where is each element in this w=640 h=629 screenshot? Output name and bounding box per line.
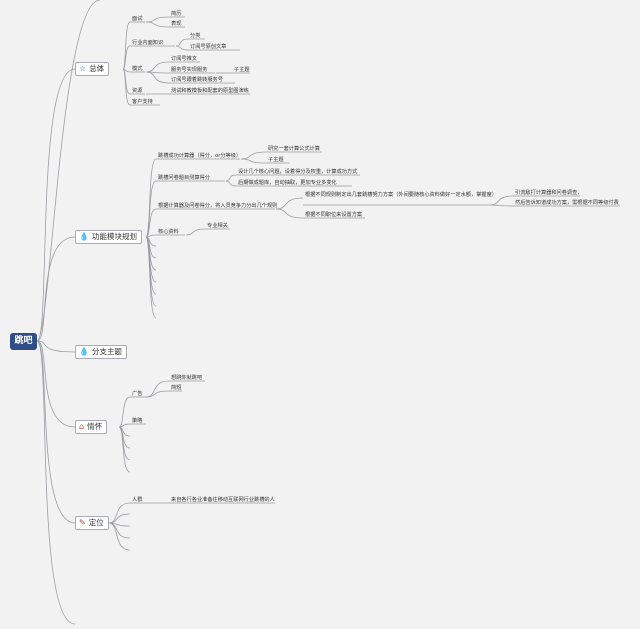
overview-connector: [122, 68, 131, 106]
branch-label: 定位: [88, 518, 104, 527]
node-resource[interactable]: 资源: [132, 88, 143, 94]
position-connector: [108, 502, 131, 524]
root-connector: [36, 340, 76, 353]
feeling-connector: [118, 426, 131, 473]
overview-connector: [122, 68, 131, 95]
connector-line: [175, 38, 189, 47]
branch-topic[interactable]: 💧 分支主题: [75, 345, 127, 359]
position-connector: [108, 513, 131, 524]
node-resource-desc[interactable]: 测试和教模板和配套的原型图演练: [171, 88, 249, 94]
connector-line: [489, 204, 514, 207]
branch-label: 情怀: [87, 422, 103, 431]
node-strategy[interactable]: 策略: [132, 418, 143, 424]
node-questionnaire-score[interactable]: 跳槽问卷题目测算得分: [158, 175, 210, 181]
connector-line: [175, 45, 189, 51]
overview-connector: [122, 45, 131, 70]
connector-line: [225, 180, 237, 187]
branch-function-modules[interactable]: 💧 功能模块规划: [75, 230, 142, 244]
connector-line: [145, 21, 170, 28]
node-ad-jump[interactable]: 想跳你就跳吧: [171, 375, 203, 381]
star-icon: ☆: [79, 64, 87, 73]
branch-overview[interactable]: ☆ 总体: [75, 62, 110, 76]
water-drop-icon: 💧: [79, 232, 89, 241]
overview-connector: [122, 21, 131, 70]
connector-line: [225, 174, 237, 182]
root-connector: [36, 0, 101, 342]
node-interview[interactable]: 面试: [132, 16, 143, 22]
root-connector: [36, 340, 76, 625]
node-category[interactable]: 分类: [190, 33, 201, 39]
node-subtopic[interactable]: 子主题: [268, 157, 284, 163]
node-subtopic[interactable]: 子主题: [234, 67, 250, 73]
node-ads[interactable]: 广告: [132, 391, 143, 397]
branch-position[interactable]: ✎ 定位: [75, 516, 109, 530]
node-professional[interactable]: 专业相关: [207, 223, 228, 229]
node-study-formula[interactable]: 研究一套计算公式计算: [268, 146, 320, 152]
home-icon: ⌂: [79, 422, 85, 431]
module-connector: [145, 236, 157, 319]
node-customer-support[interactable]: 客户支持: [132, 99, 153, 105]
branch-label: 分支主题: [91, 347, 122, 356]
node-lead-calculator[interactable]: 引流敌打计算器和问卷调查，: [515, 190, 583, 196]
node-design-core[interactable]: 设计几个核心问题，设着得分及权重，计算成功方式: [238, 169, 358, 175]
node-plan-by-position[interactable]: 根据不同职位来设置方案: [305, 212, 363, 218]
node-industry-knowledge[interactable]: 行业内面知识: [132, 40, 164, 46]
node-subscribe-article[interactable]: 订阅号原创文章: [190, 44, 227, 50]
root-connector: [36, 340, 76, 428]
node-crowd-desc[interactable]: 来自各行各业准备往移动互联网行业跳槽的人: [171, 497, 275, 503]
connector-line: [275, 197, 304, 210]
connector-line: [275, 208, 304, 219]
branch-label: 功能模块规划: [91, 232, 137, 241]
connector-line: [145, 16, 170, 23]
branch-feeling[interactable]: ⌂ 情怀: [75, 420, 108, 434]
connector-line: [240, 151, 267, 160]
node-subscribe-follow[interactable]: 订阅号跟着跳转服务号: [171, 77, 223, 83]
connector-line: [145, 61, 170, 73]
root-connector: [36, 236, 76, 342]
node-plan-by-rules[interactable]: 根据不同规则制定出几套跳槽努力方案（外间要随核心资料做好一定水额，掌握度）: [305, 192, 497, 198]
branch-label: 总体: [89, 64, 105, 73]
node-success-calculator[interactable]: 跳槽成功计算器（得分，or分等级）: [158, 153, 242, 159]
node-ad-short[interactable]: 简短: [171, 385, 182, 391]
node-pattern[interactable]: 模式: [132, 66, 143, 72]
connector-line: [145, 380, 170, 398]
feeling-connector: [118, 396, 131, 428]
connector-line: [145, 71, 170, 84]
node-core-material[interactable]: 核心资料: [158, 229, 179, 235]
node-expression[interactable]: 表现: [171, 21, 182, 27]
connector-line: [145, 390, 170, 398]
node-resume[interactable]: 简历: [171, 11, 182, 17]
pin-icon: ✎: [79, 518, 86, 527]
node-crowd[interactable]: 人群: [132, 497, 143, 503]
root-node[interactable]: 跳吧: [10, 333, 37, 350]
node-service-impl[interactable]: 服务号实现服务: [171, 67, 208, 73]
node-question-bank[interactable]: 后期做成题库，自动抽取，更加专业多变化: [238, 180, 337, 186]
root-connector: [36, 68, 76, 342]
module-connector: [145, 208, 157, 238]
connector-line: [240, 158, 267, 164]
water-drop-icon: 💧: [79, 347, 89, 356]
node-lead-paid-plan[interactable]: 然后告诉知道成功方案，需根据不同等级付费: [515, 200, 619, 206]
node-competitiveness-rules[interactable]: 根据计算器及问卷得分，将入员竞争力分出几个规则: [158, 203, 278, 209]
connector-line: [185, 228, 206, 236]
root-connector: [36, 340, 76, 524]
node-subscribe-push[interactable]: 订阅号推文: [171, 56, 197, 62]
position-connector: [108, 522, 131, 551]
